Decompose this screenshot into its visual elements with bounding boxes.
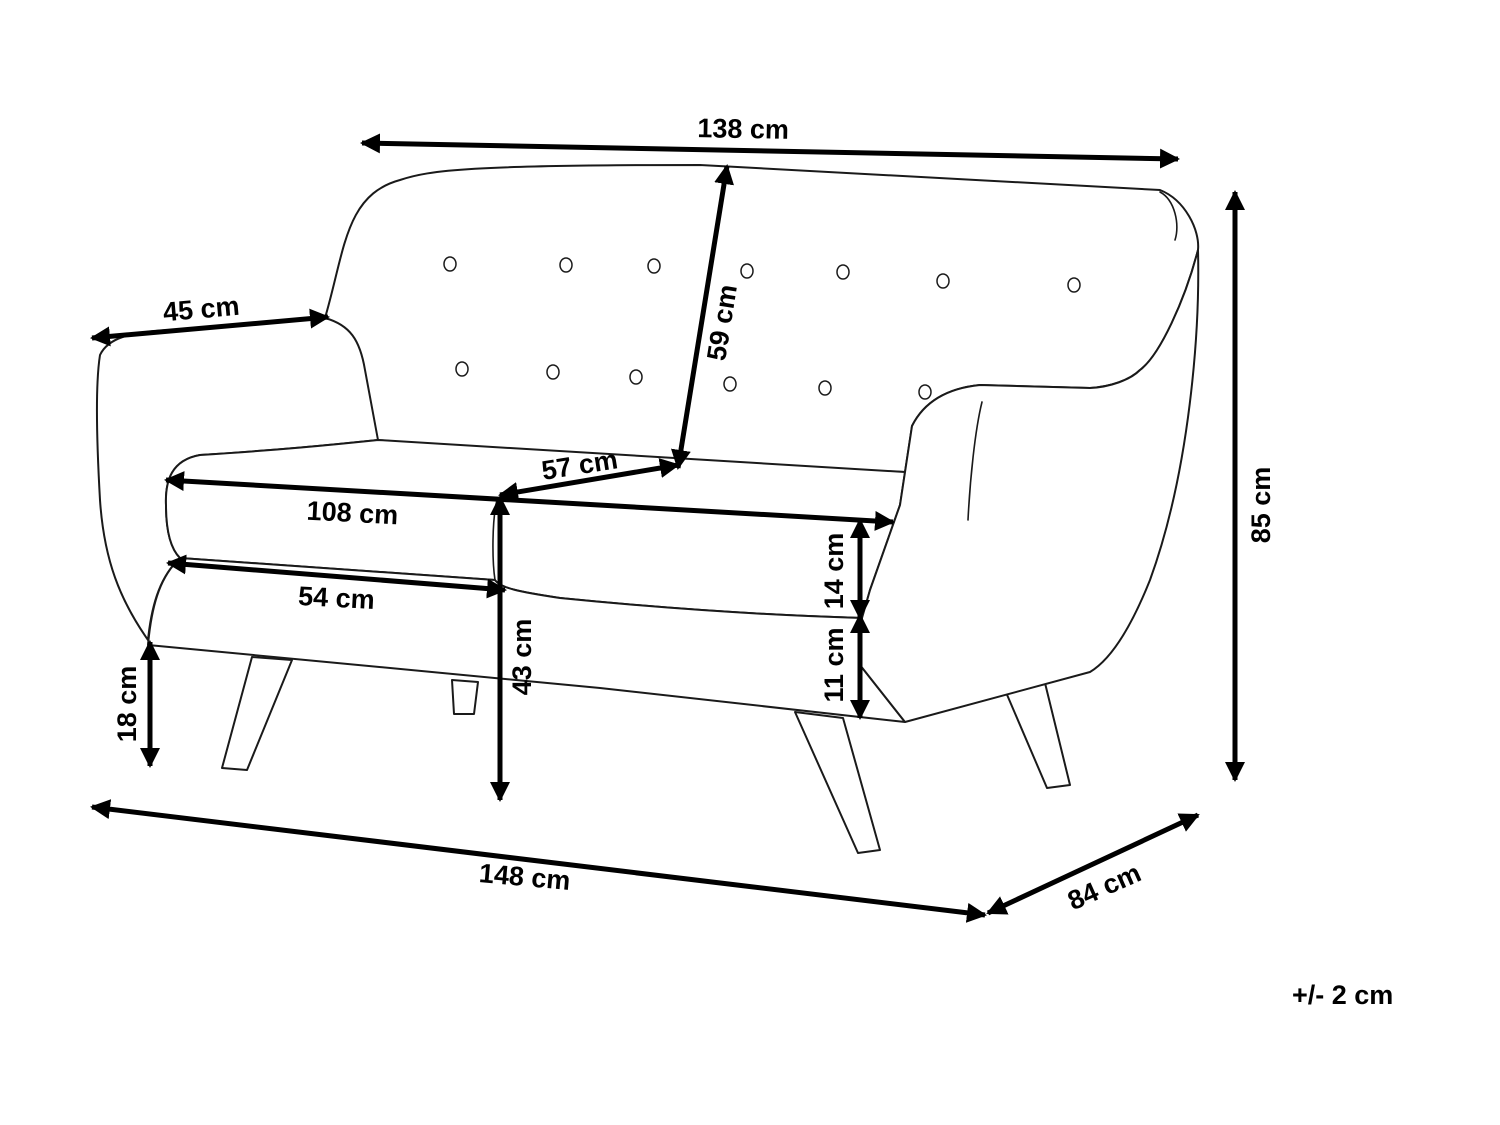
tuft-button [723,376,737,392]
sofa-leg-back-left [451,679,479,715]
tuft-button [647,258,661,274]
dim-line-seat-width [164,471,895,531]
label-base-height: 11 cm [819,627,849,702]
label-backrest-width: 138 cm [697,113,789,145]
label-total-height: 85 cm [1246,467,1276,544]
sofa-armrest-right-crease [967,401,983,521]
tolerance-note: +/- 2 cm [1292,980,1394,1010]
dim-line-total-depth [986,812,1200,916]
tuft-button [455,361,469,377]
tuft-button [559,257,573,273]
sofa-leg-back-right [1004,682,1071,789]
tuft-button [1067,277,1081,293]
label-total-depth: 84 cm [1063,858,1145,917]
dim-line-single-seat-width [166,554,507,599]
tuft-button [629,369,643,385]
tuft-button [546,364,560,380]
dim-line-armrest-depth [90,308,330,347]
label-single-seat-width: 54 cm [297,581,375,615]
tuft-button [936,273,950,289]
sofa-leg-front-left [221,656,293,771]
tuft-button [740,263,754,279]
sofa-armrest-right [859,249,1200,723]
dim-line-backrest-width [360,133,1180,169]
label-cushion-thickness: 14 cm [819,533,849,610]
label-armrest-depth: 45 cm [162,291,241,328]
dim-line-total-width [90,799,987,923]
tuft-button [836,264,850,280]
label-seat-height: 43 cm [507,619,537,696]
dimension-lines [90,133,1245,923]
dim-line-backrest-height [671,164,734,470]
sofa-backrest-right-crease [1159,191,1178,241]
label-leg-height: 18 cm [112,666,142,743]
tuft-button [443,256,457,272]
label-seat-width: 108 cm [306,496,399,531]
tufted-buttons [443,256,1081,400]
sofa-base-front [147,557,906,723]
tuft-button [818,380,832,396]
sofa-leg-front-right [794,711,881,854]
tuft-button [918,384,932,400]
